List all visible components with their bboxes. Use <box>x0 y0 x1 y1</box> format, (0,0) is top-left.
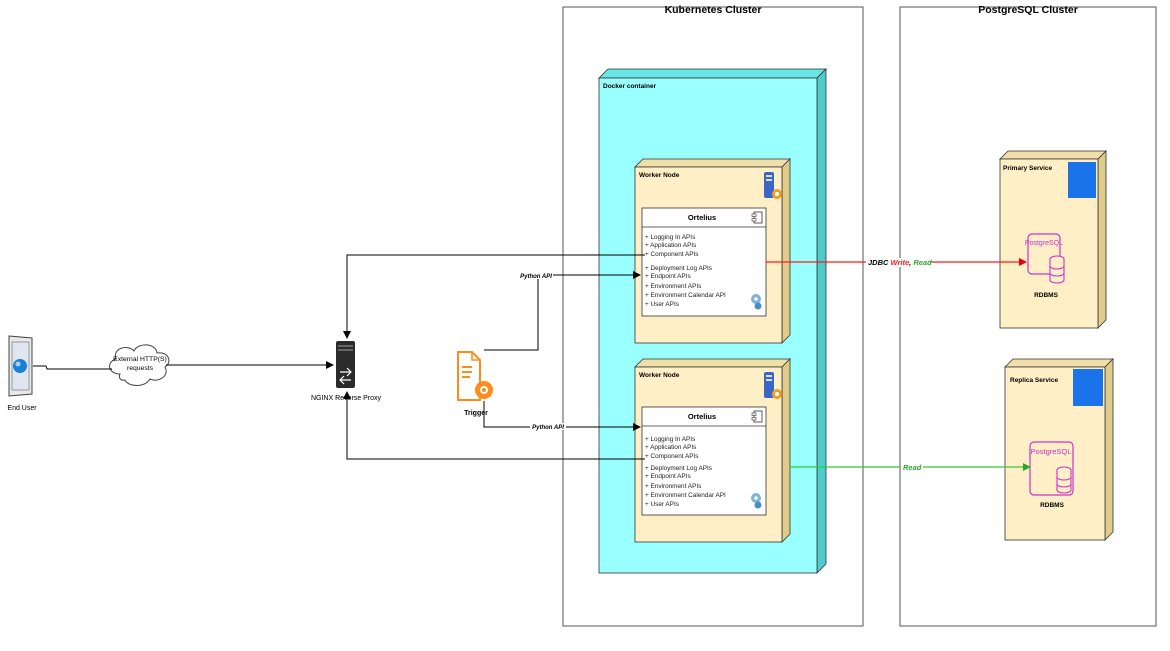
api-item: + Environment APIs <box>645 283 701 290</box>
service-title: Replica Service <box>1010 377 1058 384</box>
api-item: + Application APIs <box>645 242 696 249</box>
api-item: + Environment APIs <box>645 483 701 490</box>
api-item: + Application APIs <box>645 444 696 451</box>
replica-service: Replica Service PostgreSQL RDBMS <box>1004 358 1114 541</box>
edge-trigger-to-worker2 <box>483 401 641 431</box>
api-item: + User APIs <box>645 501 679 508</box>
jdbc-write: Write <box>891 258 910 267</box>
api-item: + Deployment Log APIs <box>645 265 712 272</box>
proxy-label: NGINX Reverse Proxy <box>311 395 382 402</box>
worker-node-1: Worker Node Ortelius + Logging In APIs +… <box>634 158 791 344</box>
edge-user-to-cloud <box>33 365 112 370</box>
api-item: + Environment Calendar API <box>645 492 726 499</box>
ortelius-component <box>641 406 767 516</box>
db-name: PostgreSQL <box>1025 240 1063 247</box>
blue-square <box>1068 162 1096 198</box>
postgres-db-icon: PostgreSQL <box>1025 233 1065 284</box>
server-proxy-icon <box>336 341 355 388</box>
db-name: PostgreSQL <box>1031 447 1072 456</box>
trigger-label: Trigger <box>464 410 488 417</box>
ortelius-component <box>641 207 767 317</box>
api-item: + Endpoint APIs <box>645 473 691 480</box>
edge-trigger-to-worker1 <box>484 271 641 351</box>
api-item: + Logging In APIs <box>645 436 695 443</box>
api-item: + Environment Calendar API <box>645 292 726 299</box>
component-name: Ortelius <box>688 412 716 421</box>
api-item: + Logging In APIs <box>645 234 695 241</box>
kubernetes-cluster-title: Kubernetes Cluster <box>665 4 762 16</box>
component-icon <box>751 211 763 224</box>
python-api-label-2: Python API <box>532 425 564 431</box>
replica-read-label: Read <box>903 463 922 472</box>
trigger-icon <box>457 351 493 401</box>
worker-node-title: Worker Node <box>639 172 680 179</box>
db-type: RDBMS <box>1040 502 1064 509</box>
worker-node-2: Worker Node Ortelius + Logging In APIs +… <box>634 358 791 543</box>
jdbc-prefix: JDBC <box>868 258 891 267</box>
component-icon <box>751 410 763 423</box>
edge-worker1-to-proxy <box>343 254 645 339</box>
end-user-icon <box>8 335 33 397</box>
blue-square <box>1073 369 1103 406</box>
cloud-icon <box>109 344 170 386</box>
docker-title: Docker container <box>603 83 657 90</box>
python-api-label-1: Python API <box>520 274 552 280</box>
api-item: + User APIs <box>645 301 679 308</box>
cloud-label-line1: External HTTP(S) <box>113 356 167 363</box>
edge-worker2-to-proxy <box>343 391 645 460</box>
jdbc-label: JDBC Write, Read <box>868 258 932 267</box>
component-name: Ortelius <box>688 213 716 222</box>
api-item: + Endpoint APIs <box>645 273 691 280</box>
server-icon <box>764 172 782 199</box>
server-icon <box>764 372 782 399</box>
end-user-label: End User <box>7 405 37 412</box>
gear-icon <box>751 294 762 310</box>
jdbc-read: Read <box>913 258 932 267</box>
cloud-label-line2: requests <box>127 365 154 372</box>
db-type: RDBMS <box>1034 292 1058 299</box>
postgres-cluster-title: PostgreSQL Cluster <box>978 4 1078 16</box>
api-item: + Deployment Log APIs <box>645 465 712 472</box>
api-item: + Component APIs <box>645 453 698 460</box>
gear-icon <box>751 493 762 509</box>
jdbc-sep: , <box>908 258 913 267</box>
service-title: Primary Service <box>1003 165 1053 172</box>
api-item: + Component APIs <box>645 251 698 258</box>
primary-service: Primary Service PostgreSQL RDBMS <box>999 150 1107 329</box>
worker-node-title: Worker Node <box>639 372 680 379</box>
